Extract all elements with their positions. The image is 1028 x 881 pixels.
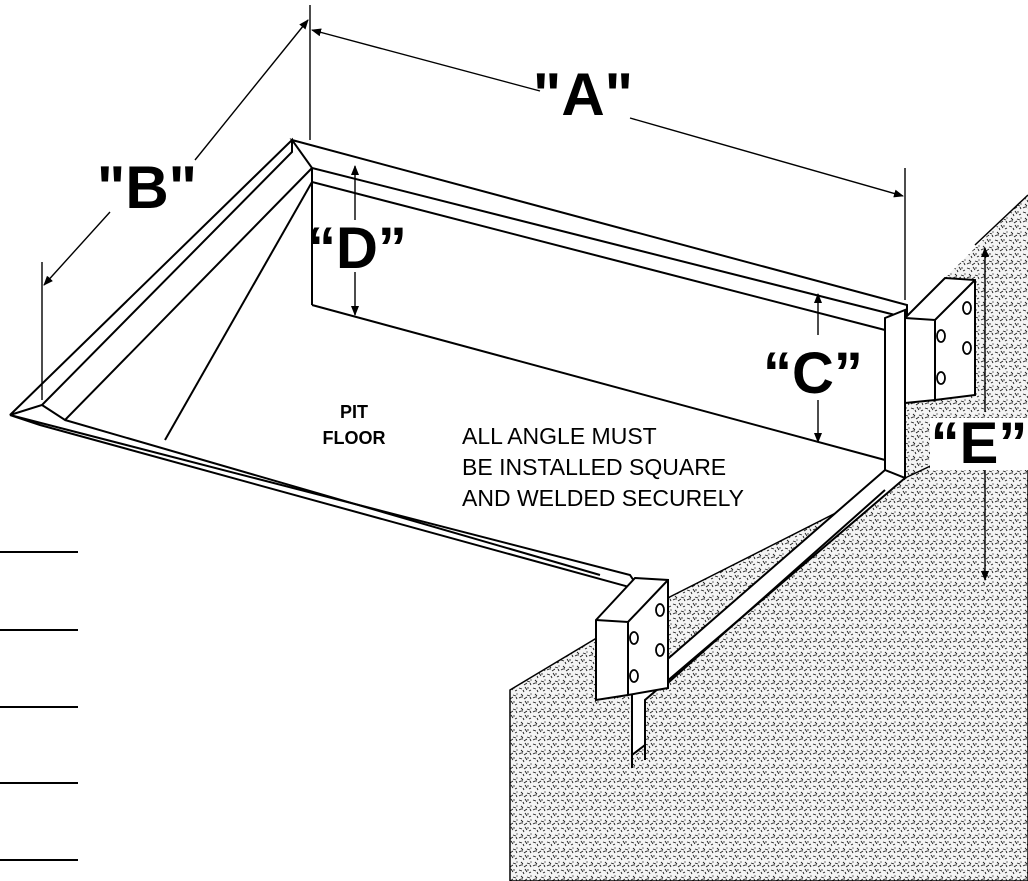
dim-a-line-right <box>629 117 904 198</box>
label-c: “C” <box>763 341 863 406</box>
install-note-line-1: ALL ANGLE MUST <box>462 423 657 449</box>
dimension-lines <box>41 5 989 581</box>
label-d: “D” <box>307 216 407 281</box>
dim-a-line-left <box>311 28 541 92</box>
margin-rules <box>0 551 78 861</box>
dim-b-line-bottom <box>43 211 111 286</box>
mounting-plate-right <box>904 276 976 405</box>
right-vertical-angle <box>884 308 906 492</box>
install-note-line-3: AND WELDED SECURELY <box>462 485 744 511</box>
pit-floor-label-line-2: FLOOR <box>323 428 386 448</box>
label-e-backing <box>930 418 1028 470</box>
label-b: "B" <box>97 154 197 221</box>
mounting-plate-left <box>595 576 669 702</box>
dim-b-line-top <box>194 19 309 161</box>
pit-floor-edge <box>311 304 886 461</box>
label-a: "A" <box>533 61 633 128</box>
label-e: “E” <box>931 411 1028 476</box>
install-note-line-2: BE INSTALLED SQUARE <box>462 454 726 480</box>
angle-frame <box>9 137 908 768</box>
pit-floor-label-line-1: PIT <box>340 402 368 422</box>
